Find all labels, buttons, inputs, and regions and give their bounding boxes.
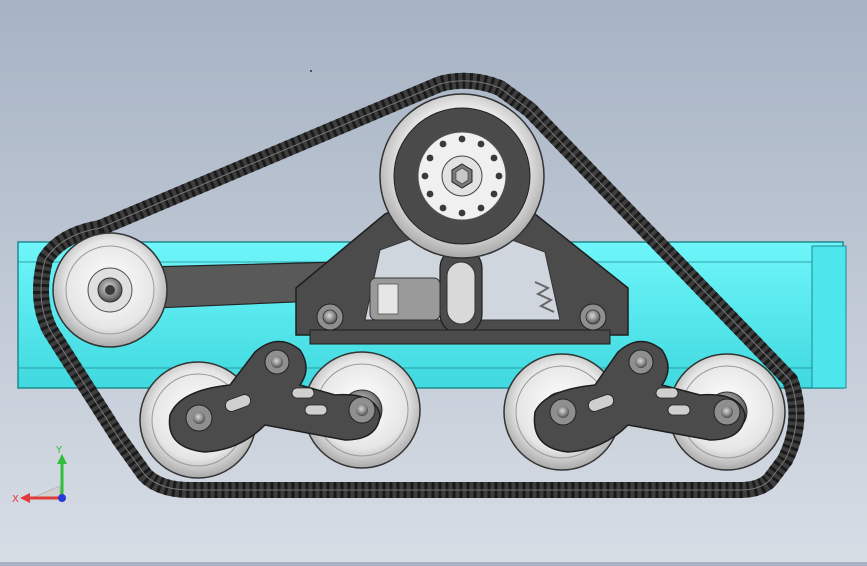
stray-point [310,70,312,72]
triad-plane [31,485,61,499]
z-axis-dot [58,494,66,502]
main-frame-bracket[interactable] [295,199,629,345]
bogie-arm-left[interactable] [168,340,381,453]
x-axis-label: X [12,494,19,505]
coordinate-triad[interactable]: Y X [10,440,80,510]
frame-bolt-left [316,303,344,331]
y-axis-arrowhead [57,454,67,464]
drive-sprocket-wheel[interactable] [379,93,545,259]
y-axis-label: Y [55,445,63,456]
frame-bolt-right [579,303,607,331]
bogie-arm-right[interactable] [533,340,746,453]
x-axis-arrowhead [20,493,30,503]
front-idler-wheel[interactable] [52,232,168,348]
track-belt[interactable] [33,72,805,498]
